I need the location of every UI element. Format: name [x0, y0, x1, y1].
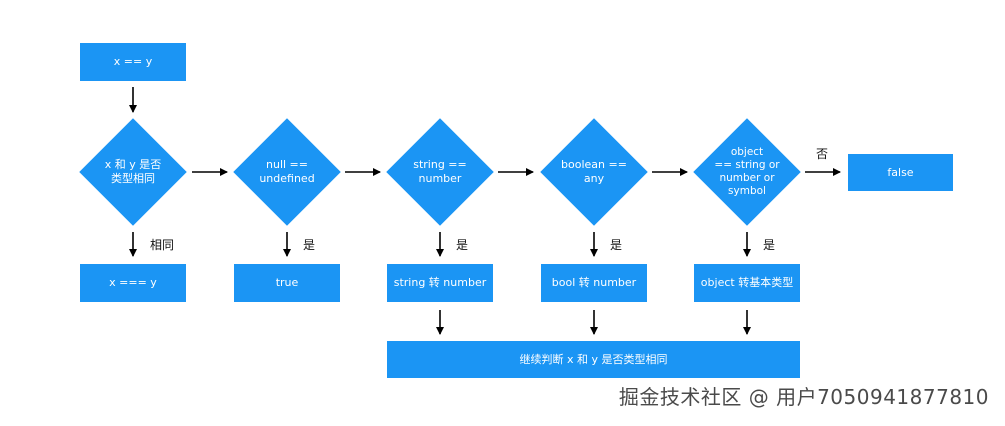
edge-label-yes-null: 是: [303, 238, 316, 252]
edge-label-yes-string: 是: [456, 238, 469, 252]
decision-same-type: x 和 y 是否 类型相同: [80, 119, 186, 225]
bool-to-number-node: bool 转 number: [541, 264, 647, 302]
decision-boolean-any-label: boolean == any: [561, 158, 627, 185]
object-to-primitive-node: object 转基本类型: [694, 264, 800, 302]
decision-string-number: string == number: [387, 119, 493, 225]
start-node: x == y: [80, 43, 186, 81]
continue-node: 继续判断 x 和 y 是否类型相同: [387, 341, 800, 378]
watermark: 掘金技术社区 @ 用户7050941877810: [618, 385, 989, 409]
decision-null-undefined: null == undefined: [234, 119, 340, 225]
decision-object-primitive-label: object == string or number or symbol: [714, 146, 780, 197]
edge-label-same: 相同: [150, 238, 175, 252]
decision-same-type-label: x 和 y 是否 类型相同: [104, 158, 162, 185]
edge-label-yes-boolean: 是: [610, 238, 623, 252]
decision-object-primitive: object == string or number or symbol: [694, 119, 800, 225]
decision-null-undefined-label: null == undefined: [259, 158, 315, 185]
decision-boolean-any: boolean == any: [541, 119, 647, 225]
strict-equal-node: x === y: [80, 264, 186, 302]
edge-label-no: 否: [816, 147, 829, 161]
decision-string-number-label: string == number: [413, 158, 467, 185]
false-node: false: [848, 154, 953, 191]
true-node: true: [234, 264, 340, 302]
string-to-number-node: string 转 number: [387, 264, 493, 302]
edge-label-yes-object: 是: [763, 238, 776, 252]
